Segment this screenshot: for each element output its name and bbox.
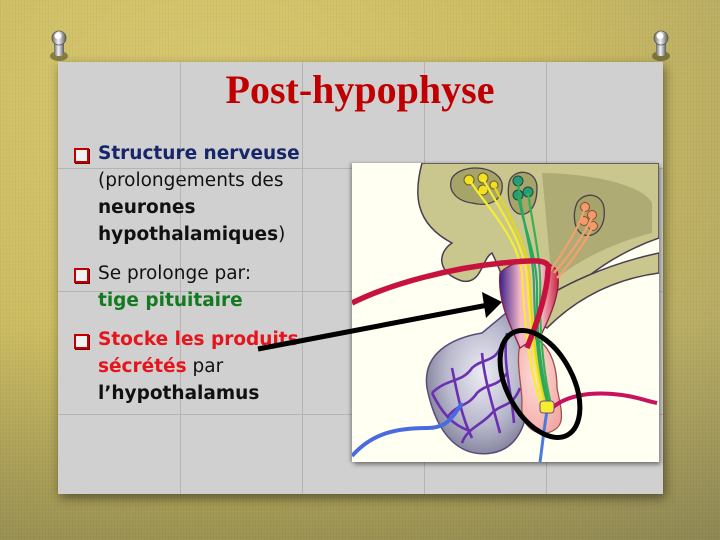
bullet-text: ) [278, 224, 286, 245]
slide-title: Post-hypophyse [225, 67, 495, 112]
checkbox-bullet-icon [74, 268, 89, 283]
pushpin-icon [50, 30, 68, 61]
bullet-list: Structure nerveuse (prolongements des ne… [72, 140, 342, 419]
bullet-item: Stocke les produits sécrétés par l’hypot… [72, 326, 342, 407]
bullet-text: tige pituitaire [98, 290, 243, 311]
bullet-text: Se prolonge par: [98, 263, 252, 284]
bullet-item: Structure nerveuse (prolongements des ne… [72, 140, 342, 248]
bullet-text: neurones hypothalamiques [98, 197, 279, 245]
bullet-text: Structure nerveuse [98, 143, 300, 164]
checkbox-bullet-icon [74, 148, 89, 163]
pituitary-diagram [350, 162, 660, 463]
bullet-text: l’hypothalamus [98, 383, 260, 404]
checkbox-bullet-icon [74, 334, 89, 349]
pituitary-illustration [350, 162, 660, 463]
bullet-text: Stocke les produits sécrétés [98, 329, 299, 377]
bullet-text: (prolongements des [98, 170, 284, 191]
bullet-item: Se prolonge par: tige pituitaire [72, 260, 342, 314]
grid-line [302, 62, 303, 494]
grid-line [180, 62, 181, 494]
pushpin-icon [652, 30, 670, 61]
bullet-text: par [192, 356, 224, 377]
